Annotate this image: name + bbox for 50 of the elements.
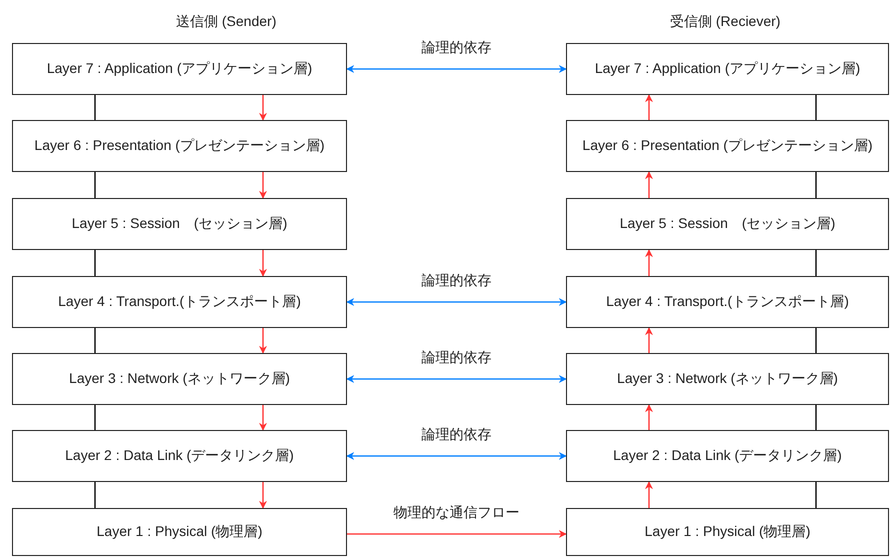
arrow bbox=[259, 328, 267, 354]
connector-line bbox=[815, 328, 817, 353]
edge-label: 論理的依存 bbox=[420, 349, 494, 365]
layer-box: Layer 5 : Session (セッション層) bbox=[12, 198, 347, 250]
edge-label: 物理的な通信フロー bbox=[392, 504, 522, 520]
layer-box: Layer 1 : Physical (物理層) bbox=[12, 508, 347, 556]
edge-label: 論理的依存 bbox=[420, 272, 494, 288]
arrow bbox=[259, 405, 267, 431]
layer-box: Layer 6 : Presentation (プレゼンテーション層) bbox=[566, 120, 889, 172]
edge-label: 論理的依存 bbox=[420, 39, 494, 55]
arrow bbox=[645, 171, 653, 198]
arrow bbox=[347, 530, 567, 538]
layer-box: Layer 4 : Transport.(トランスポート層) bbox=[12, 276, 347, 328]
arrow bbox=[645, 404, 653, 430]
connector-line bbox=[815, 405, 817, 430]
layer-box: Layer 7 : Application (アプリケーション層) bbox=[12, 43, 347, 95]
layer-box: Layer 2 : Data Link (データリンク層) bbox=[566, 430, 889, 482]
layer-box: Layer 4 : Transport.(トランスポート層) bbox=[566, 276, 889, 328]
layer-box: Layer 5 : Session (セッション層) bbox=[566, 198, 889, 250]
arrow bbox=[346, 375, 567, 383]
arrow bbox=[259, 250, 267, 277]
arrow bbox=[346, 452, 567, 460]
layer-box: Layer 2 : Data Link (データリンク層) bbox=[12, 430, 347, 482]
arrow bbox=[645, 327, 653, 353]
connector-line bbox=[94, 95, 96, 120]
column-heading: 受信側 (Reciever) bbox=[668, 13, 782, 29]
edge-label: 論理的依存 bbox=[420, 426, 494, 442]
connector-line bbox=[815, 250, 817, 276]
arrow bbox=[346, 298, 567, 306]
arrow bbox=[259, 95, 267, 121]
connector-line bbox=[94, 328, 96, 353]
arrow bbox=[259, 482, 267, 509]
connector-line bbox=[94, 250, 96, 276]
arrow bbox=[645, 94, 653, 120]
arrow bbox=[259, 172, 267, 199]
connector-line bbox=[94, 405, 96, 430]
arrow bbox=[645, 249, 653, 276]
layer-box: Layer 6 : Presentation (プレゼンテーション層) bbox=[12, 120, 347, 172]
connector-line bbox=[815, 95, 817, 120]
arrow bbox=[645, 481, 653, 508]
layer-box: Layer 3 : Network (ネットワーク層) bbox=[566, 353, 889, 405]
connector-line bbox=[94, 172, 96, 198]
arrow bbox=[346, 65, 567, 73]
layer-box: Layer 7 : Application (アプリケーション層) bbox=[566, 43, 889, 95]
connector-line bbox=[94, 482, 96, 508]
layer-box: Layer 3 : Network (ネットワーク層) bbox=[12, 353, 347, 405]
connector-line bbox=[815, 172, 817, 198]
connector-line bbox=[815, 482, 817, 508]
layer-box: Layer 1 : Physical (物理層) bbox=[566, 508, 889, 556]
column-heading: 送信側 (Sender) bbox=[174, 13, 278, 29]
